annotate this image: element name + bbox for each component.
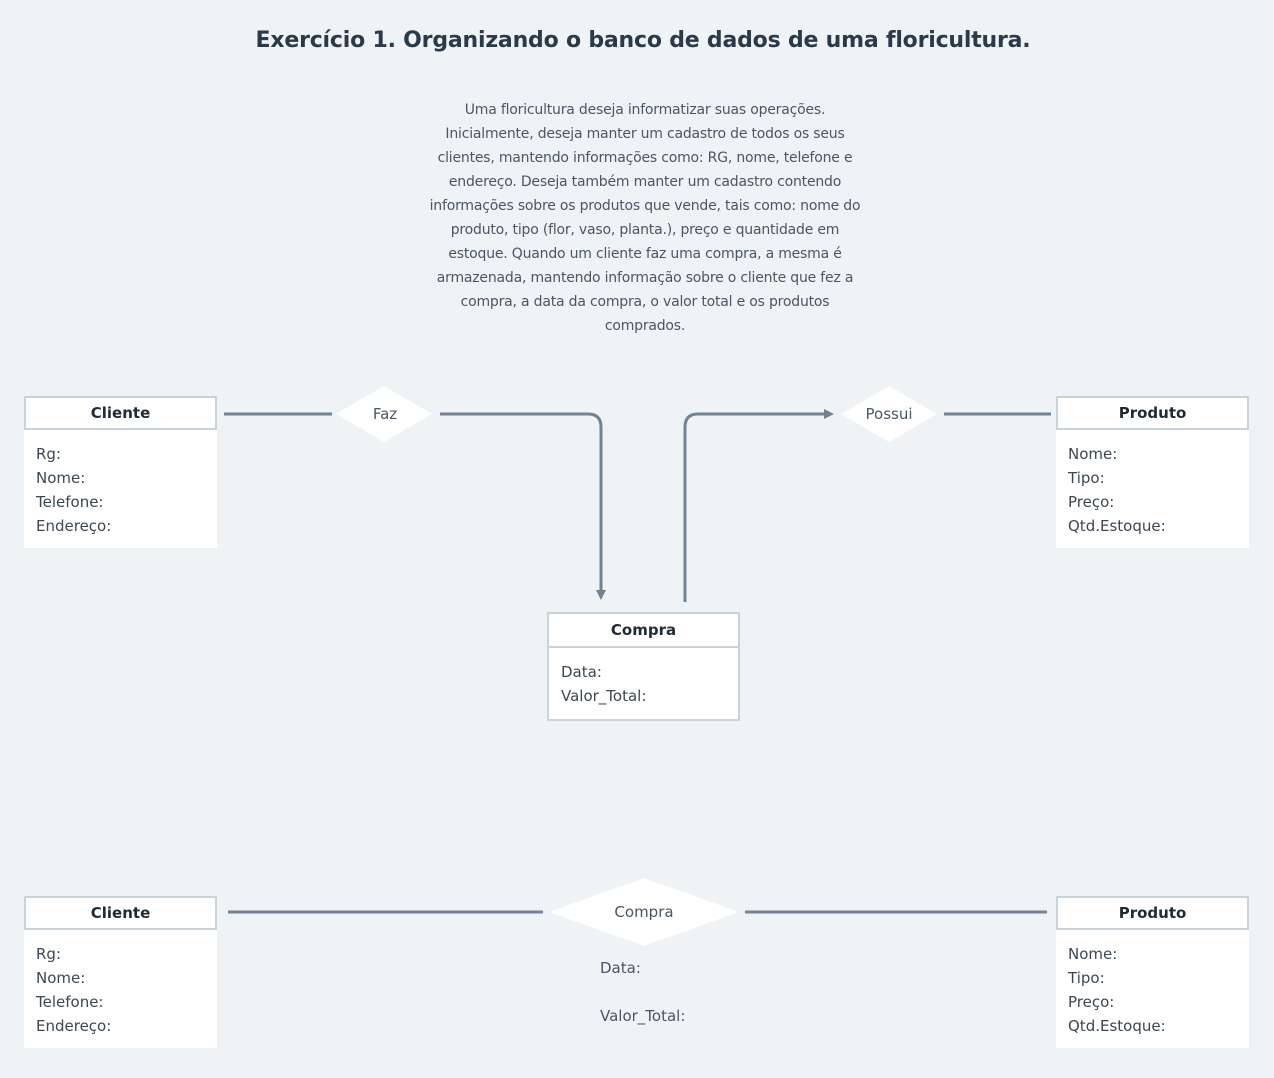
entity-cliente-2: Cliente Rg: Nome: Telefone: Endereço: (24, 896, 217, 1048)
rel-possui-label: Possui (865, 405, 913, 423)
attribute: Qtd.Estoque: (1068, 1017, 1166, 1035)
rel-faz-label: Faz (372, 405, 398, 423)
entity-produto-2-attributes: Nome: Tipo: Preço: Qtd.Estoque: (1056, 930, 1249, 1048)
attribute: Telefone: (36, 993, 104, 1011)
exercise-description: Uma floricultura deseja informatizar sua… (429, 102, 861, 334)
entity-cliente-attributes: Rg: Nome: Telefone: Endereço: (24, 430, 217, 548)
entity-cliente-2-attributes: Rg: Nome: Telefone: Endereço: (24, 930, 217, 1048)
attribute: Tipo: (1068, 469, 1105, 487)
attribute: Nome: (36, 469, 86, 487)
attribute: Rg: (36, 445, 61, 463)
entity-produto-title: Produto (1056, 396, 1249, 430)
attribute: Valor_Total: (561, 687, 647, 705)
rel-possui-diamond (841, 386, 937, 442)
rel-faz-diamond (336, 386, 432, 442)
arrow-faz-compra (440, 412, 606, 600)
entity-produto-attributes: Nome: Tipo: Preço: Qtd.Estoque: (1056, 430, 1249, 548)
attribute: Endereço: (36, 1017, 112, 1035)
attribute: Preço: (1068, 993, 1115, 1011)
entity-compra: Compra Data: Valor_Total: (547, 612, 740, 721)
attribute: Rg: (36, 945, 61, 963)
entity-produto-2-title: Produto (1056, 896, 1249, 930)
rel-compra-attribute-valor-total: Valor_Total: (600, 1007, 686, 1025)
entity-cliente: Cliente Rg: Nome: Telefone: Endereço: (24, 396, 217, 548)
page-title: Exercício 1. Organizando o banco de dado… (255, 28, 1031, 53)
attribute: Telefone: (36, 493, 104, 511)
attribute: Endereço: (36, 517, 112, 535)
entity-cliente-title: Cliente (24, 396, 217, 430)
rel-compra-diamond (549, 878, 739, 946)
rel-compra-label: Compra (614, 903, 674, 921)
entity-produto: Produto Nome: Tipo: Preço: Qtd.Estoque: (1056, 396, 1249, 548)
entity-cliente-2-title: Cliente (24, 896, 217, 930)
attribute: Nome: (1068, 445, 1118, 463)
entity-compra-title: Compra (549, 614, 738, 648)
attribute: Nome: (36, 969, 86, 987)
arrow-compra-possui (683, 409, 834, 602)
attribute: Preço: (1068, 493, 1115, 511)
attribute: Data: (561, 663, 602, 681)
rel-compra-attribute-data: Data: (600, 959, 641, 977)
attribute: Qtd.Estoque: (1068, 517, 1166, 535)
attribute: Nome: (1068, 945, 1118, 963)
attribute: Tipo: (1068, 969, 1105, 987)
entity-compra-attributes: Data: Valor_Total: (549, 648, 738, 718)
entity-produto-2: Produto Nome: Tipo: Preço: Qtd.Estoque: (1056, 896, 1249, 1048)
